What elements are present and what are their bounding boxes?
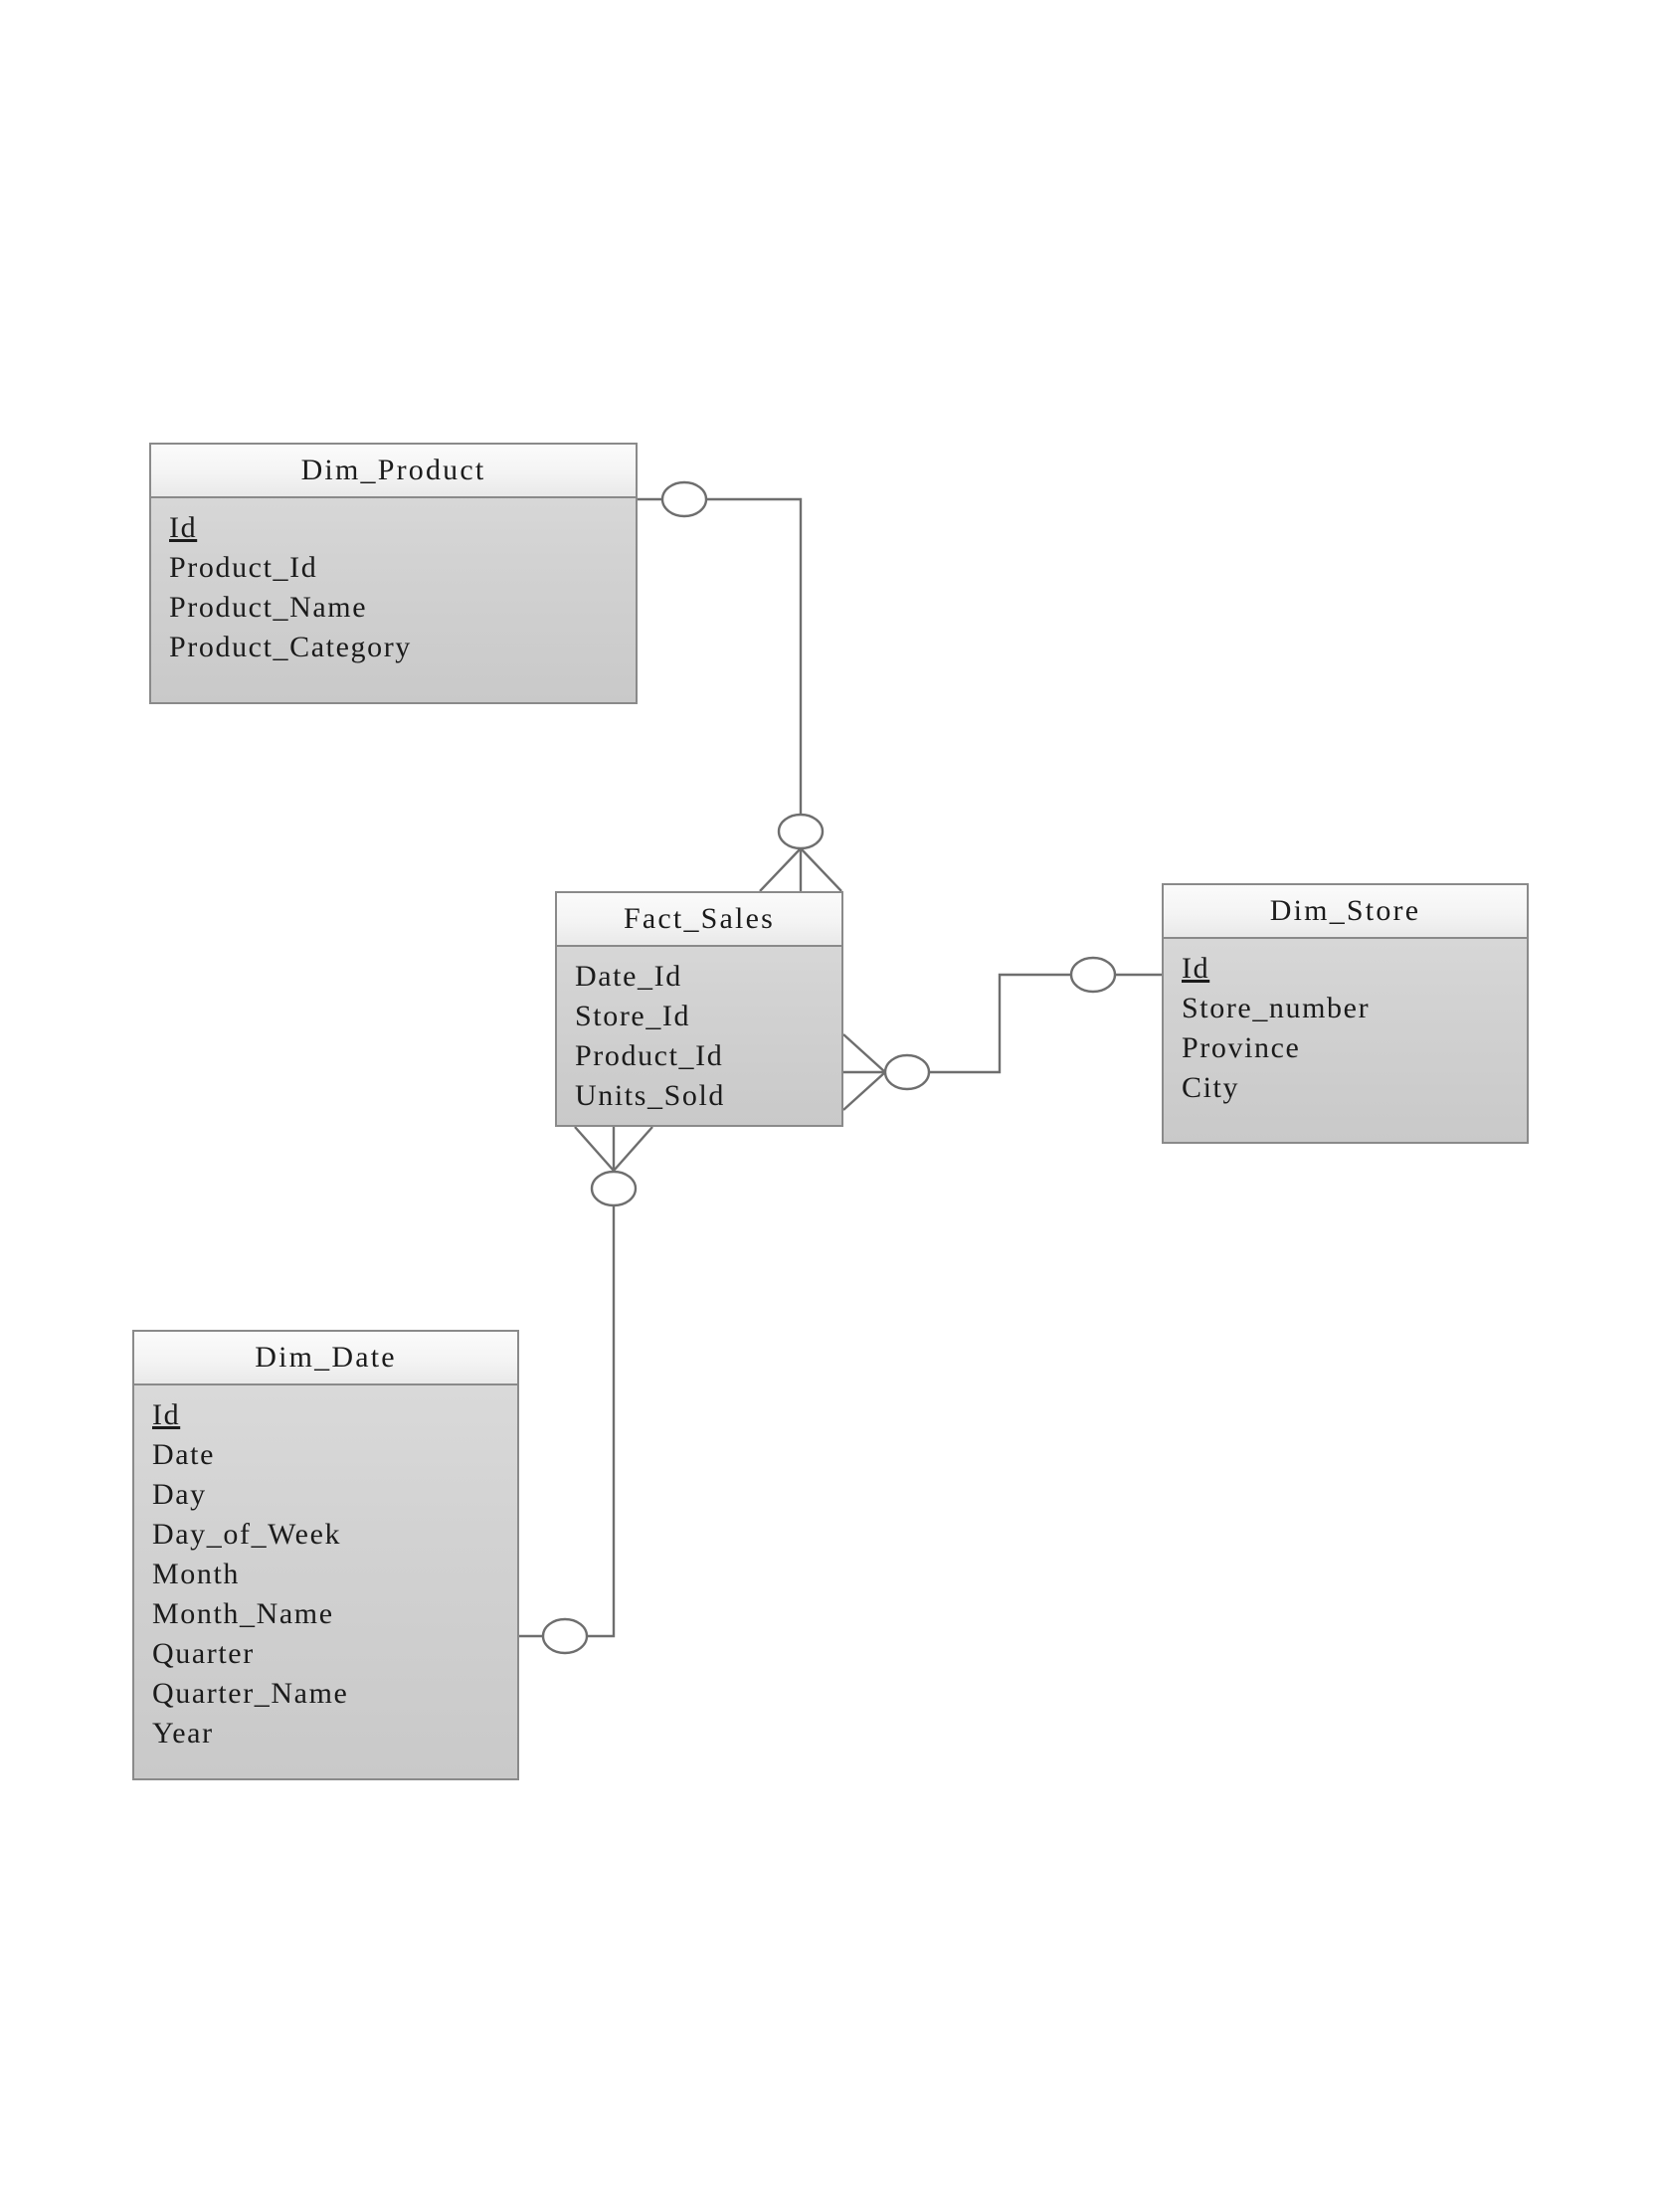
- cardinality-zero-or-one-product: [660, 480, 708, 518]
- entity-dim-product-title: Dim_Product: [151, 445, 636, 498]
- cardinality-zero-or-one-store: [1069, 956, 1117, 994]
- relationship-fact-sales-dim-date: [519, 1126, 653, 1655]
- relationship-fact-sales-dim-store: [842, 956, 1162, 1111]
- attribute-row: Quarter: [152, 1637, 255, 1670]
- entity-dim-store-attributes: Id Store_number Province City: [1164, 939, 1527, 1120]
- attribute-row: Units_Sold: [575, 1079, 726, 1112]
- cardinality-zero-or-many-circle-date: [590, 1170, 638, 1207]
- entity-dim-store[interactable]: Dim_Store Id Store_number Province City: [1162, 883, 1529, 1144]
- attribute-row: Id: [1182, 952, 1210, 985]
- cardinality-zero-or-many-circle-product: [777, 813, 825, 850]
- attribute-row: Month_Name: [152, 1597, 334, 1630]
- entity-dim-date-attributes: Id Date Day Day_of_Week Month Month_Name…: [134, 1385, 517, 1765]
- entity-fact-sales[interactable]: Fact_Sales Date_Id Store_Id Product_Id U…: [555, 891, 843, 1127]
- attribute-row: City: [1182, 1071, 1240, 1104]
- crowsfoot-date-left: [574, 1126, 615, 1172]
- attribute-row: Province: [1182, 1031, 1301, 1064]
- attribute-row: Product_Id: [575, 1039, 724, 1072]
- attribute-row: Year: [152, 1717, 214, 1750]
- crowsfoot-store-lower: [842, 1033, 886, 1073]
- crowsfoot-date-right: [613, 1126, 653, 1172]
- attribute-row: Date: [152, 1438, 216, 1471]
- attribute-row: Id: [169, 511, 198, 544]
- attribute-row: Quarter_Name: [152, 1677, 349, 1710]
- attribute-row: Product_Category: [169, 631, 412, 663]
- entity-fact-sales-attributes: Date_Id Store_Id Product_Id Units_Sold: [557, 947, 841, 1128]
- cardinality-zero-or-many-circle-store: [883, 1053, 931, 1091]
- entity-dim-store-title: Dim_Store: [1164, 885, 1527, 939]
- rel-product-path: [706, 497, 803, 814]
- attribute-row: Store_Id: [575, 1000, 691, 1032]
- attribute-row: Product_Id: [169, 551, 318, 584]
- attribute-row: Month: [152, 1558, 241, 1590]
- rel-store-path: [929, 973, 1071, 1074]
- entity-dim-product-attributes: Id Product_Id Product_Name Product_Categ…: [151, 498, 636, 679]
- entity-fact-sales-title: Fact_Sales: [557, 893, 841, 947]
- relationship-dim-product-fact-sales: [638, 480, 842, 892]
- attribute-row: Day_of_Week: [152, 1518, 342, 1551]
- rel-date-path: [587, 1205, 616, 1638]
- entity-dim-product[interactable]: Dim_Product Id Product_Id Product_Name P…: [149, 443, 638, 704]
- attribute-row: Store_number: [1182, 992, 1371, 1024]
- attribute-row: Date_Id: [575, 960, 682, 993]
- attribute-row: Id: [152, 1398, 181, 1431]
- attribute-row: Day: [152, 1478, 207, 1511]
- crowsfoot-product-right: [800, 847, 842, 892]
- crowsfoot-store-upper: [842, 1071, 886, 1111]
- crowsfoot-product-left: [759, 847, 802, 892]
- attribute-row: Product_Name: [169, 591, 368, 624]
- cardinality-zero-or-one-date: [541, 1617, 589, 1655]
- entity-dim-date-title: Dim_Date: [134, 1332, 517, 1385]
- entity-dim-date[interactable]: Dim_Date Id Date Day Day_of_Week Month M…: [132, 1330, 519, 1780]
